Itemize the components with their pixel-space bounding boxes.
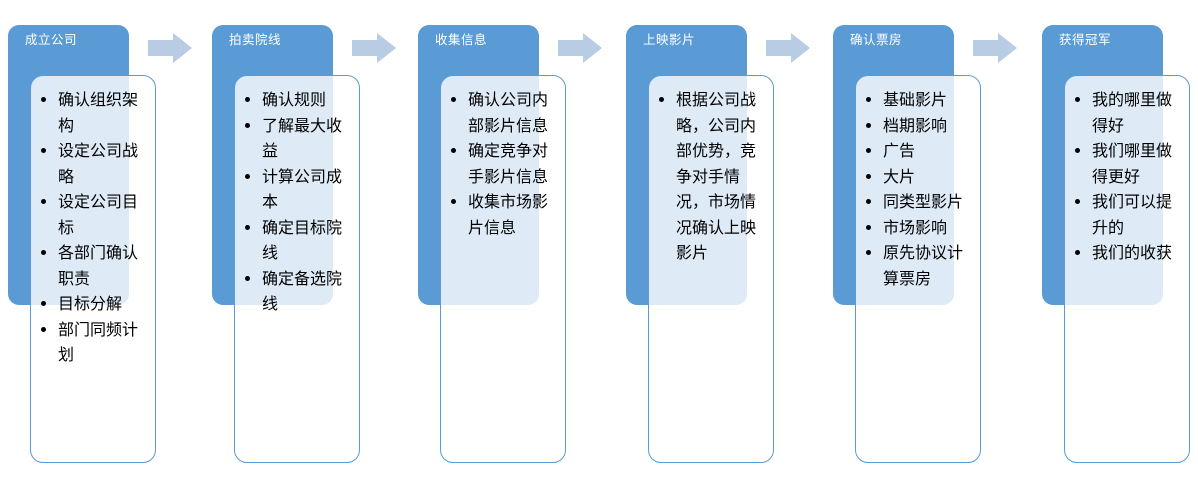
step-title: 收集信息 (435, 33, 488, 47)
bullet-item: 计算公司成本 (262, 164, 345, 215)
bullet-item: 根据公司战略，公司内部优势，竞争对手情况，市场情况确认上映影片 (676, 87, 759, 266)
bullet-item: 档期影响 (883, 113, 966, 139)
process-step: 获得冠军 我的哪里做得好我们哪里做得更好我们可以提升的我们的收获 (1042, 0, 1198, 491)
step-detail-card[interactable]: 根据公司战略，公司内部优势，竞争对手情况，市场情况确认上映影片 (648, 75, 774, 463)
bullet-list: 确认规则了解最大收益计算公司成本确定目标院线确定备选院线 (235, 76, 359, 317)
process-step: 收集信息 确认公司内部影片信息确定竞争对手影片信息收集市场影片信息 (418, 0, 618, 491)
bullet-list: 根据公司战略，公司内部优势，竞争对手情况，市场情况确认上映影片 (649, 76, 773, 266)
next-step-arrow-icon[interactable] (558, 33, 602, 63)
process-step: 确认票房 基础影片档期影响广告大片同类型影片市场影响原先协议计算票房 (833, 0, 1033, 491)
bullet-list: 我的哪里做得好我们哪里做得更好我们可以提升的我们的收获 (1065, 76, 1189, 266)
bullet-item: 收集市场影片信息 (468, 189, 551, 240)
process-step: 上映影片 根据公司战略，公司内部优势，竞争对手情况，市场情况确认上映影片 (626, 0, 826, 491)
bullet-item: 原先协议计算票房 (883, 240, 966, 291)
step-title: 上映影片 (643, 33, 696, 47)
bullet-item: 确定目标院线 (262, 215, 345, 266)
process-step: 成立公司 确认组织架构设定公司战略设定公司目标各部门确认职责目标分解部门同频计划 (8, 0, 208, 491)
step-detail-card[interactable]: 基础影片档期影响广告大片同类型影片市场影响原先协议计算票房 (855, 75, 981, 463)
bullet-item: 目标分解 (58, 291, 141, 317)
bullet-item: 我们的收获 (1092, 240, 1175, 266)
bullet-item: 同类型影片 (883, 189, 966, 215)
bullet-list: 确认组织架构设定公司战略设定公司目标各部门确认职责目标分解部门同频计划 (31, 76, 155, 368)
next-step-arrow-icon[interactable] (148, 33, 192, 63)
bullet-item: 确认规则 (262, 87, 345, 113)
bullet-item: 我们哪里做得更好 (1092, 138, 1175, 189)
step-detail-card[interactable]: 我的哪里做得好我们哪里做得更好我们可以提升的我们的收获 (1064, 75, 1190, 463)
bullet-item: 我们可以提升的 (1092, 189, 1175, 240)
bullet-item: 广告 (883, 138, 966, 164)
step-detail-card[interactable]: 确认组织架构设定公司战略设定公司目标各部门确认职责目标分解部门同频计划 (30, 75, 156, 463)
bullet-item: 基础影片 (883, 87, 966, 113)
step-title: 获得冠军 (1059, 33, 1112, 47)
step-title: 确认票房 (850, 33, 903, 47)
next-step-arrow-icon[interactable] (352, 33, 396, 63)
step-title: 成立公司 (25, 33, 78, 47)
bullet-item: 部门同频计划 (58, 317, 141, 368)
step-detail-card[interactable]: 确认规则了解最大收益计算公司成本确定目标院线确定备选院线 (234, 75, 360, 463)
step-detail-card[interactable]: 确认公司内部影片信息确定竞争对手影片信息收集市场影片信息 (440, 75, 566, 463)
bullet-item: 市场影响 (883, 215, 966, 241)
process-step: 拍卖院线 确认规则了解最大收益计算公司成本确定目标院线确定备选院线 (212, 0, 412, 491)
bullet-item: 大片 (883, 164, 966, 190)
bullet-item: 了解最大收益 (262, 113, 345, 164)
bullet-item: 我的哪里做得好 (1092, 87, 1175, 138)
next-step-arrow-icon[interactable] (973, 33, 1017, 63)
bullet-list: 基础影片档期影响广告大片同类型影片市场影响原先协议计算票房 (856, 76, 980, 291)
step-title: 拍卖院线 (229, 33, 282, 47)
bullet-item: 设定公司目标 (58, 189, 141, 240)
next-step-arrow-icon[interactable] (766, 33, 810, 63)
bullet-item: 确认公司内部影片信息 (468, 87, 551, 138)
bullet-item: 确认组织架构 (58, 87, 141, 138)
bullet-item: 各部门确认职责 (58, 240, 141, 291)
bullet-list: 确认公司内部影片信息确定竞争对手影片信息收集市场影片信息 (441, 76, 565, 240)
bullet-item: 设定公司战略 (58, 138, 141, 189)
bullet-item: 确定竞争对手影片信息 (468, 138, 551, 189)
bullet-item: 确定备选院线 (262, 266, 345, 317)
